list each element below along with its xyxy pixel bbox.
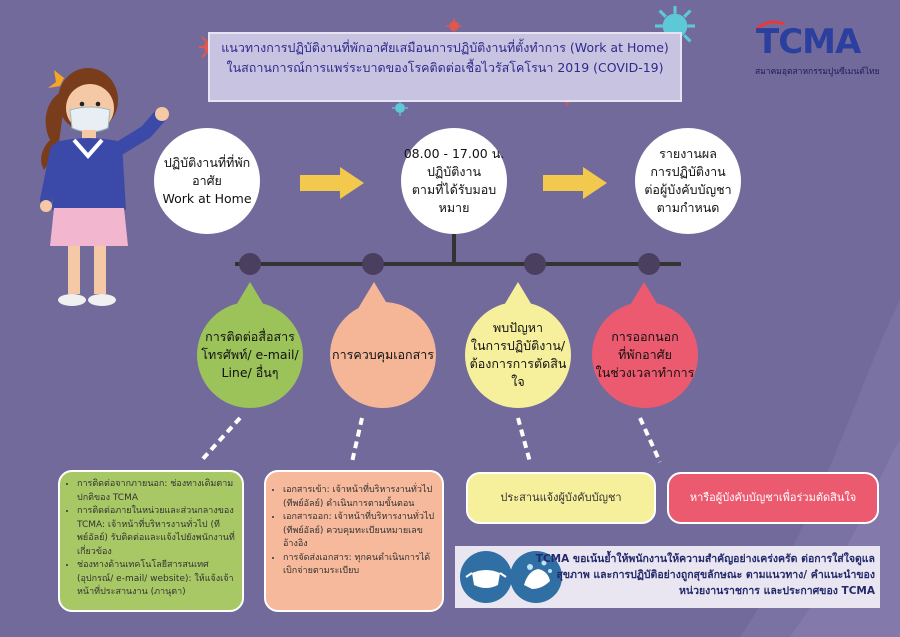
timeline-connector [452, 234, 456, 264]
problem-action-text: ประสานแจ้งผู้บังคับบัญชา [500, 491, 622, 505]
timeline-dot [638, 253, 660, 275]
communication-list: การติดต่อจากภายนอก: ช่องทางเดิมตามปกติขอ… [68, 478, 236, 600]
face-mask-icon [460, 551, 512, 603]
list-item: เอกสารออก: เจ้าหน้าที่บริหารงานทั่วไป (ท… [283, 511, 436, 552]
bubble-text: การออกนอก ที่พักอาศัย ในช่วงเวลาทำการ [595, 329, 695, 380]
box-problem-action: ประสานแจ้งผู้บังคับบัญชา [466, 472, 656, 524]
step-text: ปฏิบัติงานที่ที่พักอาศัย Work at Home [162, 155, 252, 206]
title-banner [208, 32, 682, 102]
bubble-leave-residence: การออกนอก ที่พักอาศัย ในช่วงเวลาทำการ [592, 302, 698, 408]
arrow-right-icon [543, 167, 607, 199]
document-list: เอกสารเข้า: เจ้าหน้าที่บริหารงานทั่วไป (… [274, 484, 436, 579]
logo-subtitle: สมาคมอุตสาหกรรมปูนซีเมนต์ไทย [755, 67, 880, 77]
list-item: การจัดส่งเอกสาร: ทุกคนดำเนินการได้ เบิกจ… [283, 552, 436, 579]
banner-title-line1: แนวทางการปฏิบัติงานที่พักอาศัยเสมือนการป… [221, 40, 669, 55]
timeline-dot [524, 253, 546, 275]
list-item: เอกสารเข้า: เจ้าหน้าที่บริหารงานทั่วไป (… [283, 484, 436, 511]
arrow-right-icon [300, 167, 364, 199]
timeline-dot [362, 253, 384, 275]
box-leave-action: หารือผู้บังคับบัญชาเพื่อร่วมตัดสินใจ [667, 472, 879, 524]
list-item: ช่องทางด้านเทคโนโลยีสารสนเทศ (อุปกรณ์/ e… [77, 559, 236, 600]
step-text: รายงานผล การปฏิบัติงาน ต่อผู้บังคับบัญชา… [644, 146, 732, 215]
bubble-communication: การติดต่อสื่อสาร โทรศัพท์/ e-mail/ Line/… [197, 302, 303, 408]
tcma-logo-mark [754, 20, 785, 32]
virus-icon [446, 18, 462, 34]
bubble-text: การติดต่อสื่อสาร โทรศัพท์/ e-mail/ Line/… [201, 329, 299, 380]
banner-title: แนวทางการปฏิบัติงานที่พักอาศัยเสมือนการป… [215, 38, 675, 78]
step-work-at-home: ปฏิบัติงานที่ที่พักอาศัย Work at Home [154, 128, 260, 234]
bubble-document-control: การควบคุมเอกสาร [330, 302, 436, 408]
bubble-text: การควบคุมเอกสาร [332, 347, 434, 362]
girl-mask-illustration [40, 68, 169, 306]
banner-title-line2: ในสถานการณ์การแพร่ระบาดของโรคติดต่อเชื้อ… [226, 60, 664, 75]
timeline-line [235, 262, 681, 266]
step-working-hours: 08.00 - 17.00 น. ปฏิบัติงาน ตามที่ได้รับ… [401, 128, 507, 234]
timeline-dot [239, 253, 261, 275]
box-communication-details: การติดต่อจากภายนอก: ช่องทางเดิมตามปกติขอ… [58, 470, 244, 612]
hand-wash-icon [510, 551, 562, 603]
list-item: การติดต่อจากภายนอก: ช่องทางเดิมตามปกติขอ… [77, 478, 236, 505]
step-text: 08.00 - 17.00 น. ปฏิบัติงาน ตามที่ได้รับ… [403, 146, 505, 215]
logo-wordmark: TCMA [756, 22, 861, 62]
box-document-details: เอกสารเข้า: เจ้าหน้าที่บริหารงานทั่วไป (… [264, 470, 444, 612]
notice-text: TCMA ขอเน้นย้ำให้พนักงานให้ความสำคัญอย่า… [535, 553, 875, 597]
bubble-text: พบปัญหา ในการปฏิบัติงาน/ ต้องการการตัดสิ… [469, 320, 567, 389]
list-item: การติดต่อภายในหน่วยและส่วนกลางของ TCMA: … [77, 505, 236, 559]
leave-action-text: หารือผู้บังคับบัญชาเพื่อร่วมตัดสินใจ [689, 491, 857, 505]
step-report: รายงานผล การปฏิบัติงาน ต่อผู้บังคับบัญชา… [635, 128, 741, 234]
bubble-problem: พบปัญหา ในการปฏิบัติงาน/ ต้องการการตัดสิ… [465, 302, 571, 408]
